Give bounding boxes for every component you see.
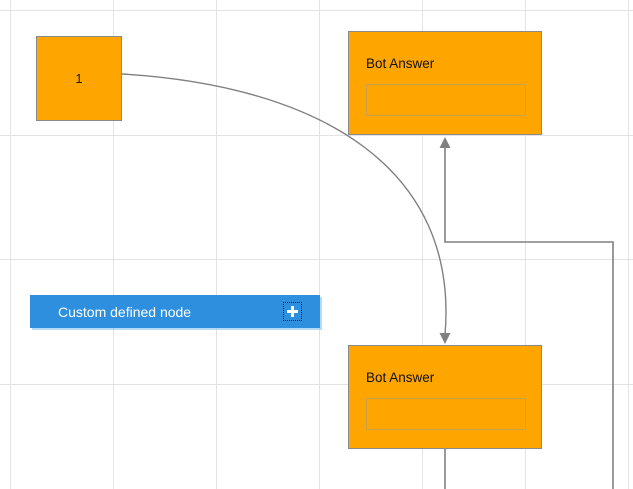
connector-arrow-up (439, 137, 451, 148)
connector-arrow-down (439, 333, 451, 344)
node-title: Bot Answer (366, 370, 435, 385)
node-start[interactable]: 1 (36, 36, 122, 121)
node-bot-answer-bottom[interactable]: Bot Answer (348, 345, 542, 449)
node-answer-slot[interactable] (366, 84, 526, 116)
custom-defined-node-label: Custom defined node (58, 303, 192, 320)
node-bot-answer-top[interactable]: Bot Answer (348, 31, 542, 135)
connector-start-to-bot-answer-bottom[interactable] (121, 73, 447, 336)
node-start-label: 1 (75, 71, 83, 86)
custom-defined-node-item[interactable]: Custom defined node (30, 295, 320, 328)
node-answer-slot[interactable] (366, 398, 526, 430)
plus-icon[interactable] (283, 302, 302, 321)
node-title: Bot Answer (366, 56, 435, 71)
connector-loop-to-bot-answer-top[interactable] (444, 147, 614, 489)
